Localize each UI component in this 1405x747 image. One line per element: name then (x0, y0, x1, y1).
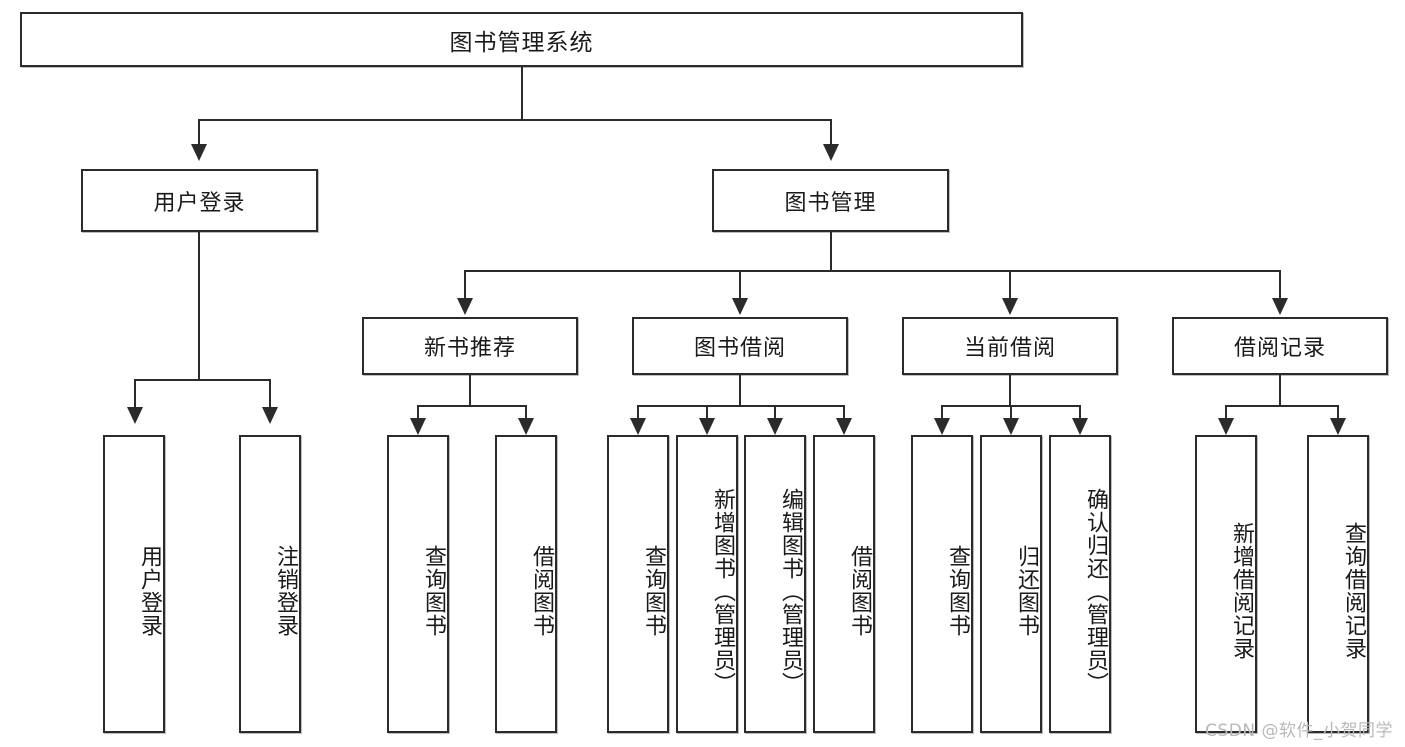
node-label: 新增借阅记录 (1229, 522, 1254, 660)
node-label: 新书推荐 (423, 336, 516, 361)
node-book-management[interactable]: 图书管理 (712, 169, 949, 232)
node-label: 借阅记录 (1233, 336, 1326, 361)
node-label: 图书借阅 (693, 336, 786, 361)
node-label: 借阅图书 (847, 545, 872, 637)
connector-user-login-drop-2 (269, 379, 271, 407)
connector-root-bus (198, 119, 832, 121)
watermark: CSDN @软件_小贺同学 (1205, 721, 1393, 741)
connector-level3-drop-2 (739, 270, 741, 298)
connector-level3-drop-4 (1279, 270, 1281, 298)
node-book-borrow[interactable]: 图书借阅 (632, 317, 848, 375)
node-label: 当前借阅 (963, 336, 1056, 361)
node-current-borrow[interactable]: 当前借阅 (902, 317, 1118, 375)
arrow-to-leaf-logout-login (262, 407, 278, 424)
connector-root-trunk (521, 67, 523, 120)
arrow-to-book-borrow (732, 298, 748, 315)
arrow-to-leaf-query-book-3 (934, 418, 950, 435)
connector-book-borrow-drop-4 (843, 405, 845, 418)
connector-user-login-trunk (198, 232, 200, 380)
node-borrow-record[interactable]: 借阅记录 (1172, 317, 1388, 375)
node-leaf-confirm-return[interactable]: 确认归还（管理员） (1049, 435, 1111, 733)
connector-borrow-record-trunk (1279, 375, 1281, 406)
arrow-to-leaf-borrow-book-1 (518, 418, 534, 435)
arrow-to-leaf-add-record (1218, 418, 1234, 435)
node-leaf-borrow-book-1[interactable]: 借阅图书 (495, 435, 557, 733)
connector-new-book-drop-1 (417, 405, 419, 418)
node-leaf-query-book-1[interactable]: 查询图书 (387, 435, 449, 733)
connector-borrow-record-drop-2 (1337, 405, 1339, 418)
node-label: 用户登录 (137, 545, 162, 637)
node-leaf-query-record[interactable]: 查询借阅记录 (1307, 435, 1369, 733)
node-label: 确认归还（管理员） (1083, 487, 1108, 695)
node-label: 查询图书 (421, 545, 446, 637)
connector-user-login-bus (134, 379, 270, 381)
connector-current-borrow-drop-1 (941, 405, 943, 418)
connector-book-borrow-drop-2 (706, 405, 708, 418)
connector-book-borrow-drop-3 (774, 405, 776, 418)
connector-book-borrow-bus (637, 405, 845, 407)
arrow-to-leaf-query-book-2 (630, 418, 646, 435)
connector-level3-bus (464, 270, 1280, 272)
connector-borrow-record-drop-1 (1225, 405, 1227, 418)
connector-root-drop-right (830, 119, 832, 144)
node-label: 注销登录 (273, 545, 298, 637)
node-label: 查询图书 (945, 545, 970, 637)
node-leaf-logout-login[interactable]: 注销登录 (239, 435, 301, 733)
arrow-to-borrow-record (1272, 298, 1288, 315)
arrow-to-new-book-recommend (457, 298, 473, 315)
node-label: 图书管理 (784, 190, 877, 216)
arrow-to-leaf-user-login (127, 407, 143, 424)
node-leaf-query-book-2[interactable]: 查询图书 (607, 435, 669, 733)
node-label: 新增图书（管理员） (710, 487, 735, 695)
arrow-to-leaf-query-record (1330, 418, 1346, 435)
node-label: 借阅图书 (529, 545, 554, 637)
node-new-book-recommend[interactable]: 新书推荐 (362, 317, 578, 375)
connector-book-management-trunk (830, 232, 832, 271)
connector-current-borrow-trunk (1009, 375, 1011, 406)
arrow-to-leaf-confirm-return (1072, 418, 1088, 435)
connector-new-book-drop-2 (525, 405, 527, 418)
arrow-to-user-login (191, 144, 207, 161)
arrow-to-leaf-add-book (699, 418, 715, 435)
arrow-to-leaf-return-book (1003, 418, 1019, 435)
node-leaf-add-record[interactable]: 新增借阅记录 (1195, 435, 1257, 733)
arrow-to-leaf-query-book-1 (410, 418, 426, 435)
node-label: 归还图书 (1014, 545, 1039, 637)
node-label: 用户登录 (153, 190, 246, 216)
arrow-to-leaf-borrow-book-2 (836, 418, 852, 435)
node-leaf-user-login[interactable]: 用户登录 (103, 435, 165, 733)
connector-new-book-trunk (469, 375, 471, 406)
node-leaf-add-book[interactable]: 新增图书（管理员） (676, 435, 738, 733)
node-root-system[interactable]: 图书管理系统 (20, 12, 1023, 67)
node-label: 查询借阅记录 (1341, 522, 1366, 660)
connector-level3-drop-3 (1009, 270, 1011, 298)
connector-current-borrow-drop-2 (1010, 405, 1012, 418)
node-leaf-query-book-3[interactable]: 查询图书 (911, 435, 973, 733)
node-leaf-edit-book[interactable]: 编辑图书（管理员） (744, 435, 806, 733)
arrow-to-book-management (823, 144, 839, 161)
arrow-to-current-borrow (1002, 298, 1018, 315)
connector-user-login-drop-1 (134, 379, 136, 407)
connector-level3-drop-1 (464, 270, 466, 298)
connector-borrow-record-bus (1225, 405, 1339, 407)
node-label: 编辑图书（管理员） (778, 487, 803, 695)
connector-new-book-bus (417, 405, 527, 407)
connector-book-borrow-drop-1 (637, 405, 639, 418)
node-label: 查询图书 (641, 545, 666, 637)
connector-root-drop-left (198, 119, 200, 144)
node-user-login[interactable]: 用户登录 (81, 169, 318, 232)
node-leaf-return-book[interactable]: 归还图书 (980, 435, 1042, 733)
arrow-to-leaf-edit-book (767, 418, 783, 435)
connector-current-borrow-drop-3 (1079, 405, 1081, 418)
node-label: 图书管理系统 (449, 29, 594, 56)
node-leaf-borrow-book-2[interactable]: 借阅图书 (813, 435, 875, 733)
connector-book-borrow-trunk (739, 375, 741, 406)
